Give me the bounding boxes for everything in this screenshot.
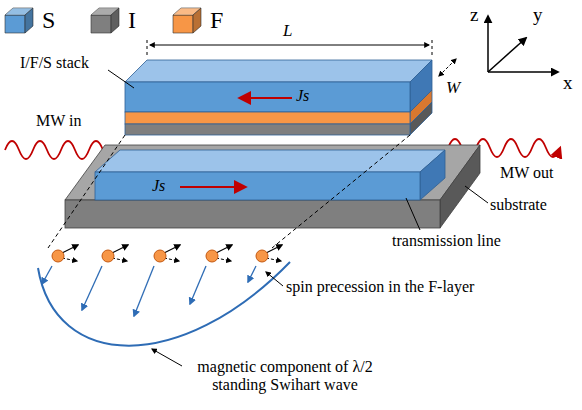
- substrate-block: [65, 145, 480, 228]
- standing-wave: [38, 262, 290, 346]
- field-arrows: [42, 266, 256, 316]
- axis-label: z: [470, 4, 478, 26]
- transmission-line-block: [95, 150, 445, 200]
- current-arrow: [240, 97, 292, 99]
- axis-label: x: [563, 72, 573, 94]
- spins: [52, 245, 282, 262]
- part-label: I/F/S stack: [20, 54, 89, 72]
- substrate-top: [65, 145, 480, 200]
- stack-top: [125, 60, 432, 82]
- substrate-side: [440, 145, 480, 228]
- dimension-l: [147, 40, 432, 58]
- legend-text: S: [42, 8, 55, 32]
- stack-block: [125, 60, 432, 135]
- part-label: transmission line: [392, 232, 501, 250]
- z-axis: [487, 16, 489, 72]
- projection-lines: [48, 135, 410, 248]
- legend-swatch: [172, 6, 202, 34]
- leader-arrow: [152, 349, 182, 366]
- legend-text: F: [210, 8, 223, 32]
- axes: [488, 16, 558, 72]
- legend-swatch: [4, 6, 34, 34]
- dimension-w: [439, 59, 456, 76]
- leader-lines: [108, 70, 488, 230]
- current-arrow: [180, 186, 245, 188]
- current-label: Js: [152, 177, 165, 195]
- stack-i-layer: [125, 124, 410, 135]
- current-label: Js: [296, 87, 309, 105]
- dimension-label: L: [283, 21, 292, 41]
- stack-i-side: [410, 102, 432, 135]
- leader-arrow: [266, 272, 283, 286]
- axis-label: y: [533, 4, 543, 26]
- legend-swatch: [90, 6, 120, 34]
- line-side: [420, 150, 445, 200]
- line-top: [95, 150, 445, 172]
- stack-f-layer: [125, 112, 410, 124]
- note-label: magnetic component of λ/2 standing Swiha…: [185, 358, 385, 395]
- dimension-label: W: [446, 78, 460, 98]
- legend-item: F: [172, 6, 223, 34]
- stack-s-layer: [125, 82, 410, 112]
- substrate-front: [65, 200, 440, 228]
- note-label: spin precession in the F-layer: [286, 278, 474, 296]
- line-front: [95, 172, 420, 200]
- legend-item: S: [4, 6, 55, 34]
- legend-item: I: [90, 6, 136, 34]
- part-label: substrate: [490, 196, 547, 214]
- signal-label: MW out: [500, 164, 553, 182]
- signal-label: MW in: [36, 112, 81, 130]
- x-axis: [488, 71, 558, 73]
- legend-text: I: [128, 8, 136, 32]
- y-axis: [488, 38, 526, 72]
